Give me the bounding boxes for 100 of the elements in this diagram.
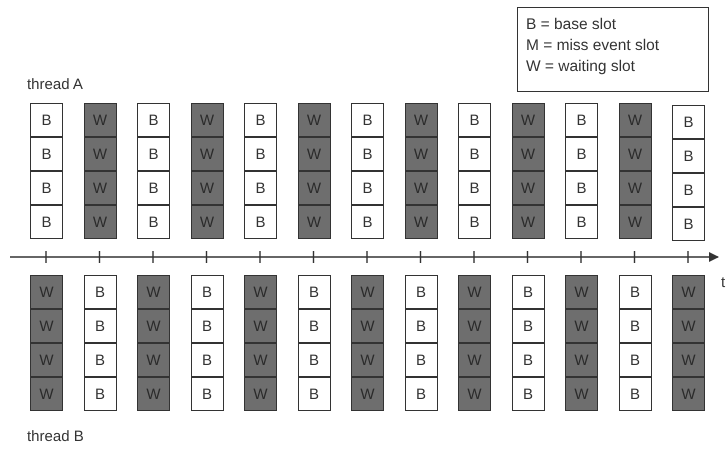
base-slot: B [404, 343, 438, 377]
waiting-slot: W [404, 137, 438, 171]
waiting-slot: W [565, 309, 598, 343]
waiting-slot: W [672, 377, 705, 411]
waiting-slot: W [565, 275, 598, 309]
waiting-slot: W [458, 275, 491, 309]
base-slot: B [244, 103, 277, 137]
waiting-slot: W [190, 205, 224, 239]
waiting-slot: W [618, 137, 652, 171]
base-slot: B [404, 377, 438, 411]
base-slot: B [458, 137, 491, 171]
waiting-slot: W [84, 171, 116, 205]
waiting-slot: W [30, 377, 63, 411]
base-slot: B [404, 309, 438, 343]
waiting-slot: W [30, 309, 63, 343]
waiting-slot: W [351, 275, 384, 309]
waiting-slot: W [137, 275, 170, 309]
waiting-slot: W [618, 171, 652, 205]
waiting-slot: W [458, 377, 491, 411]
base-slot: B [30, 103, 63, 137]
base-slot: B [298, 343, 330, 377]
base-slot: B [298, 377, 330, 411]
waiting-slot: W [351, 377, 384, 411]
base-slot: B [404, 275, 438, 309]
base-slot: B [30, 137, 63, 171]
base-slot: B [458, 103, 491, 137]
base-slot: B [565, 205, 598, 239]
base-slot: B [618, 309, 652, 343]
waiting-slot: W [458, 343, 491, 377]
base-slot: B [137, 171, 170, 205]
waiting-slot: W [618, 205, 652, 239]
base-slot: B [512, 343, 544, 377]
legend-text: M = miss event slot [526, 36, 660, 56]
base-slot: B [244, 171, 277, 205]
waiting-slot: W [84, 137, 116, 171]
base-slot: B [458, 205, 491, 239]
waiting-slot: W [618, 103, 652, 137]
legend-box [517, 7, 709, 92]
waiting-slot: W [512, 171, 544, 205]
base-slot: B [672, 173, 705, 207]
waiting-slot: W [672, 309, 705, 343]
waiting-slot: W [137, 377, 170, 411]
waiting-slot: W [565, 377, 598, 411]
base-slot: B [618, 275, 652, 309]
base-slot: B [30, 205, 63, 239]
waiting-slot: W [404, 205, 438, 239]
base-slot: B [512, 377, 544, 411]
thread-label: thread B [27, 428, 84, 445]
base-slot: B [512, 309, 544, 343]
base-slot: B [351, 137, 384, 171]
base-slot: B [565, 103, 598, 137]
base-slot: B [565, 171, 598, 205]
waiting-slot: W [30, 275, 63, 309]
base-slot: B [137, 137, 170, 171]
base-slot: B [190, 377, 224, 411]
waiting-slot: W [672, 343, 705, 377]
waiting-slot: W [190, 171, 224, 205]
base-slot: B [244, 137, 277, 171]
base-slot: B [672, 139, 705, 173]
waiting-slot: W [672, 275, 705, 309]
base-slot: B [351, 171, 384, 205]
base-slot: B [84, 275, 116, 309]
waiting-slot: W [30, 343, 63, 377]
base-slot: B [351, 103, 384, 137]
base-slot: B [298, 275, 330, 309]
legend-text: B = base slot [526, 15, 618, 35]
waiting-slot: W [565, 343, 598, 377]
waiting-slot: W [190, 103, 224, 137]
legend-text: W = waiting slot [526, 57, 636, 77]
waiting-slot: W [298, 171, 330, 205]
waiting-slot: W [84, 205, 116, 239]
base-slot: B [84, 309, 116, 343]
base-slot: B [565, 137, 598, 171]
base-slot: B [618, 377, 652, 411]
waiting-slot: W [244, 343, 277, 377]
base-slot: B [244, 205, 277, 239]
base-slot: B [137, 103, 170, 137]
thread-label: thread A [27, 76, 83, 93]
waiting-slot: W [84, 103, 116, 137]
waiting-slot: W [512, 205, 544, 239]
waiting-slot: W [137, 343, 170, 377]
waiting-slot: W [244, 377, 277, 411]
waiting-slot: W [512, 103, 544, 137]
base-slot: B [672, 105, 705, 139]
base-slot: B [618, 343, 652, 377]
waiting-slot: W [244, 309, 277, 343]
base-slot: B [30, 171, 63, 205]
base-slot: B [672, 207, 705, 241]
base-slot: B [190, 309, 224, 343]
base-slot: B [84, 377, 116, 411]
waiting-slot: W [458, 309, 491, 343]
waiting-slot: W [298, 137, 330, 171]
base-slot: B [190, 275, 224, 309]
base-slot: B [512, 275, 544, 309]
base-slot: B [190, 343, 224, 377]
waiting-slot: W [137, 309, 170, 343]
base-slot: B [298, 309, 330, 343]
base-slot: B [84, 343, 116, 377]
base-slot: B [137, 205, 170, 239]
axis-label: t [721, 274, 726, 291]
